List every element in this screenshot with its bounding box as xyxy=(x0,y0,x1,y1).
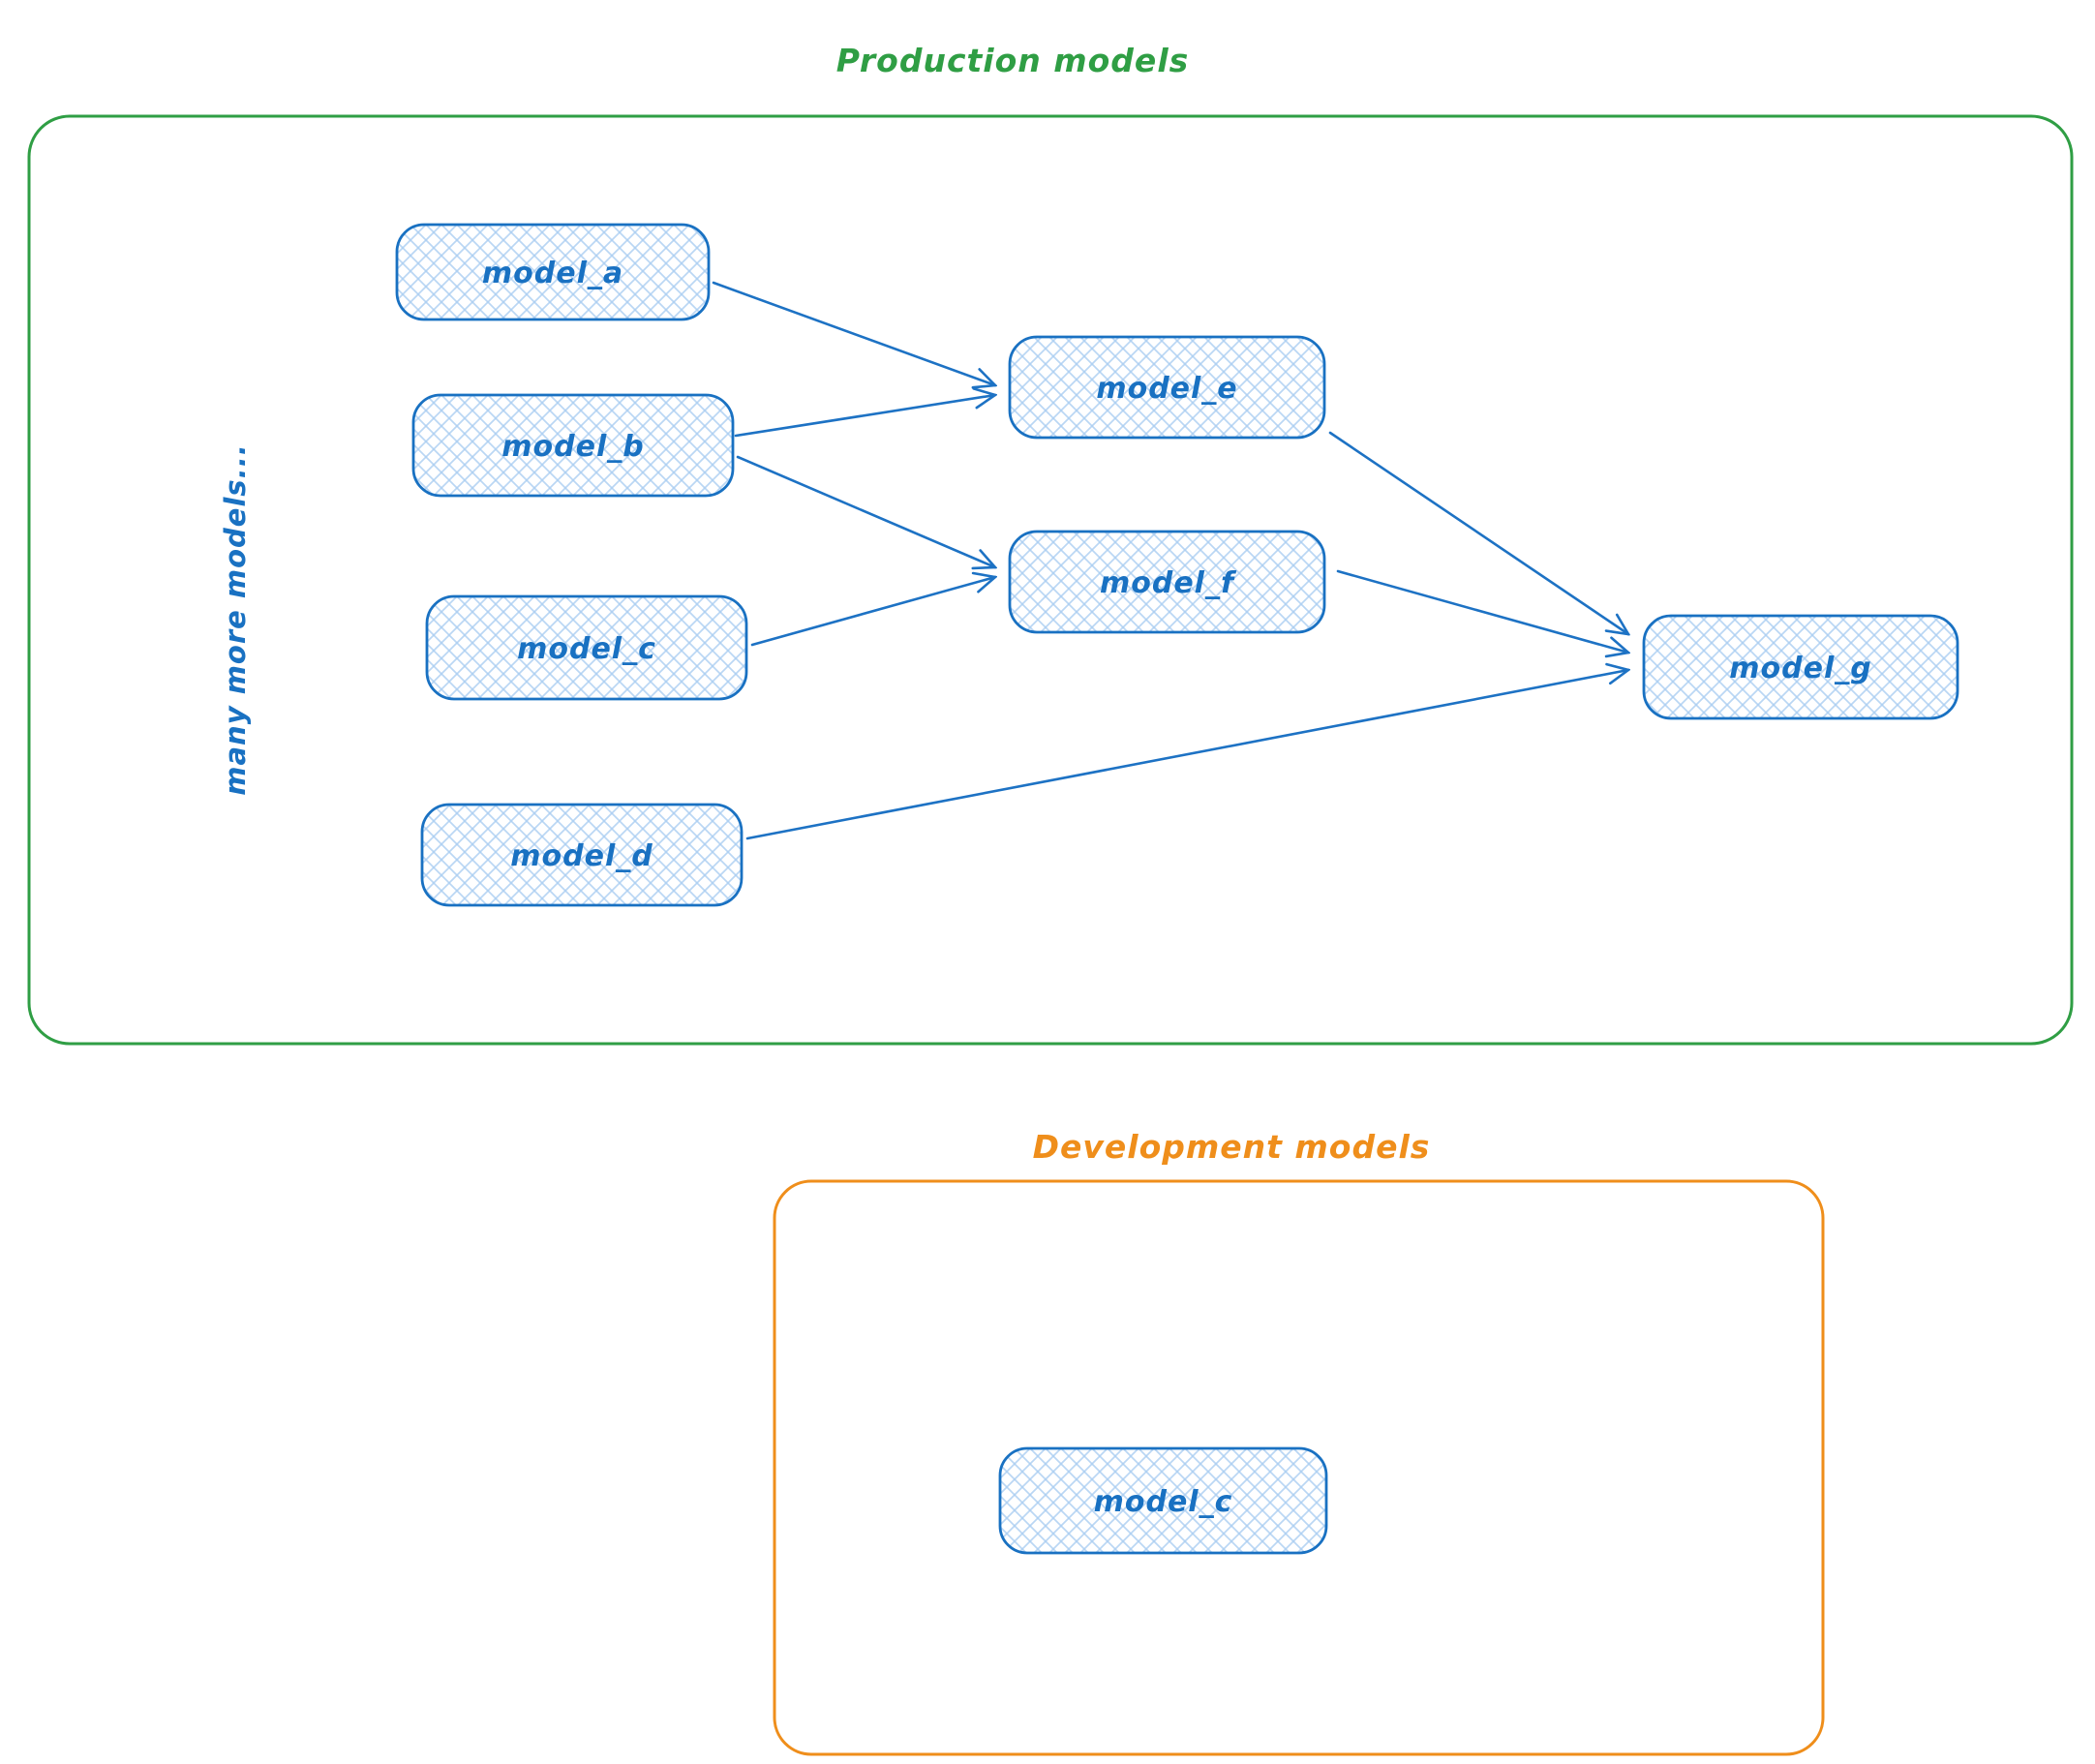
group-development-title: Development models xyxy=(1033,1128,1431,1166)
node-model_b: model_b xyxy=(411,393,735,498)
node-model_e-label: model_e xyxy=(1096,372,1237,406)
node-model_a-box xyxy=(395,223,711,321)
arrow-model_c-to-model_f xyxy=(750,577,995,647)
node-model_f-label: model_f xyxy=(1100,566,1237,600)
node-model_b-label: model_b xyxy=(501,430,644,464)
node-model_c-box xyxy=(425,594,748,701)
node-model_a-label: model_a xyxy=(482,257,623,290)
node-model_c_dev: model_c xyxy=(998,1446,1328,1555)
node-model_b-box xyxy=(411,393,735,498)
node-model_f-box xyxy=(1008,530,1326,634)
group-development-frame xyxy=(773,1179,1825,1756)
node-model_g-box xyxy=(1642,614,1959,720)
arrow-model_b-to-model_e xyxy=(734,395,995,438)
group-production: Production models xyxy=(27,42,2074,1046)
node-model_c: model_c xyxy=(425,594,748,701)
node-model_f: model_f xyxy=(1008,530,1326,634)
group-development: Development models xyxy=(773,1128,1825,1756)
node-model_c_dev-box xyxy=(998,1446,1328,1555)
arrow-model_e-to-model_g xyxy=(1328,431,1628,634)
node-model_d-box xyxy=(420,803,744,907)
node-model_d: model_d xyxy=(420,803,744,907)
node-model_e: model_e xyxy=(1008,335,1326,440)
group-production-frame xyxy=(27,114,2074,1046)
node-model_g-label: model_g xyxy=(1729,652,1871,685)
node-model_a: model_a xyxy=(395,223,711,321)
group-production-title: Production models xyxy=(836,42,1190,79)
node-model_d-label: model_d xyxy=(510,839,653,873)
arrow-model_a-to-model_e xyxy=(712,281,995,385)
node-model_c_dev-label: model_c xyxy=(1094,1485,1233,1519)
arrow-model_f-to-model_g xyxy=(1336,569,1628,653)
node-model_e-box xyxy=(1008,335,1326,440)
arrow-model_b-to-model_f xyxy=(736,455,995,567)
many-more-models-annotation: many more models... xyxy=(219,443,252,795)
arrow-model_d-to-model_g xyxy=(745,670,1628,840)
node-model_c-label: model_c xyxy=(517,632,656,666)
node-model_g: model_g xyxy=(1642,614,1959,720)
